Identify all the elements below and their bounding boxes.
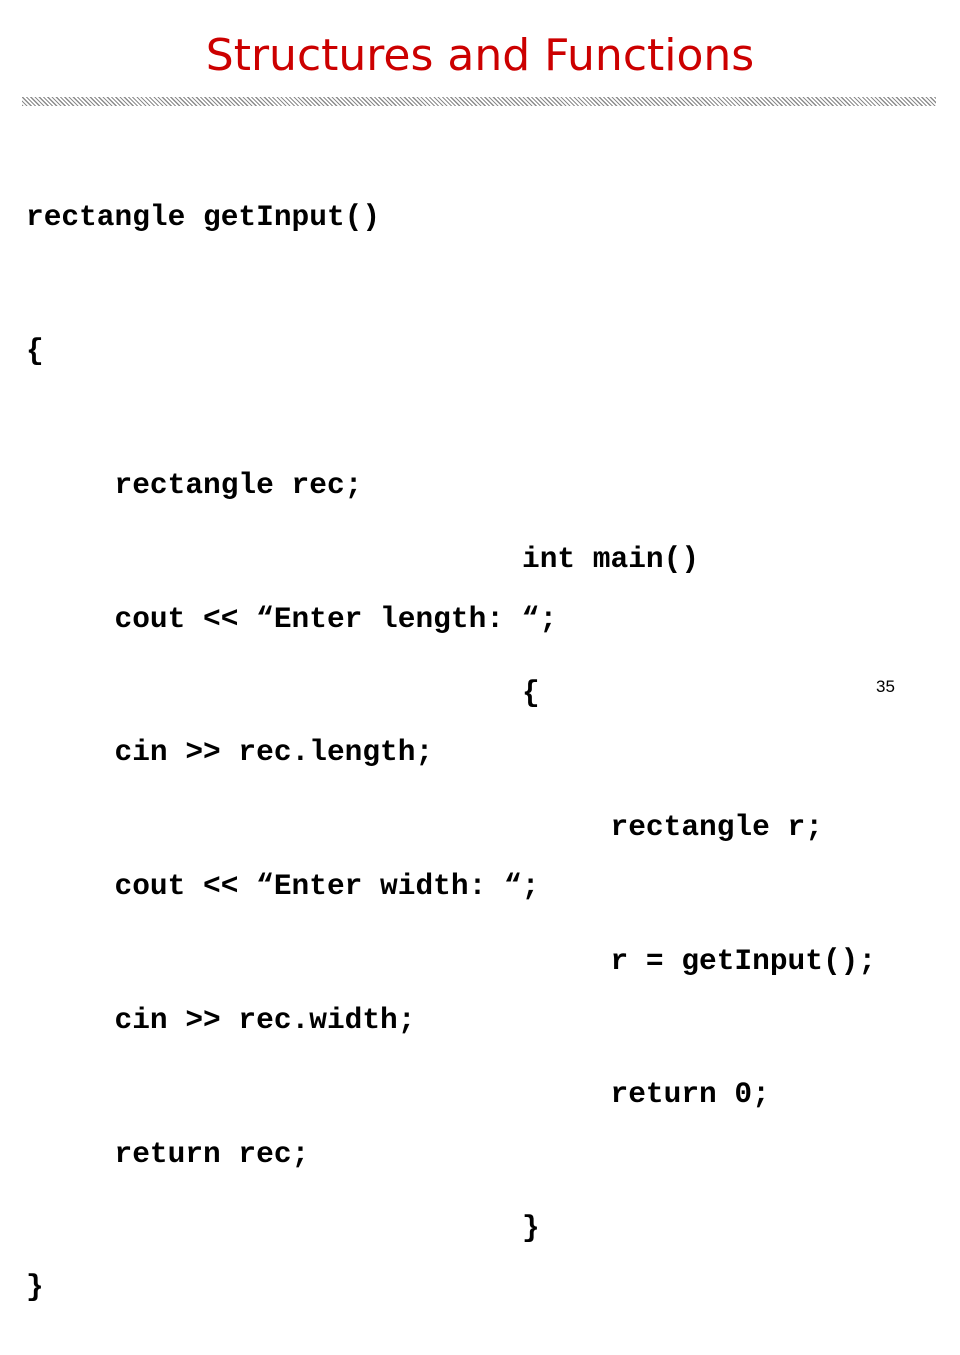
code-line: } [26, 1270, 44, 1305]
slide-title: Structures and Functions [205, 30, 755, 81]
code-line: { [522, 675, 540, 710]
code-line: cin >> rec.width; [26, 1002, 416, 1037]
code-line: cin >> rec.length; [26, 735, 434, 770]
code-line: rectangle rec; [26, 467, 363, 502]
code-line: } [522, 1211, 540, 1246]
code-line: int main() [522, 542, 700, 577]
code-line: return 0; [522, 1077, 770, 1112]
get-input-code-block: rectangle getInput() { rectangle rec; co… [26, 106, 557, 1355]
code-line: rectangle r; [522, 809, 823, 844]
slide-number: 35 [876, 677, 895, 696]
code-line: rectangle getInput() [26, 200, 381, 235]
code-line: cout << “Enter width: “; [26, 869, 540, 904]
main-code-block: int main() { rectangle r; r = getInput()… [522, 448, 876, 1295]
code-line: r = getInput(); [522, 943, 877, 978]
code-line: return rec; [26, 1136, 310, 1171]
code-line: { [26, 333, 44, 368]
title-divider [22, 97, 936, 106]
code-line: cout << “Enter length: “; [26, 601, 558, 636]
